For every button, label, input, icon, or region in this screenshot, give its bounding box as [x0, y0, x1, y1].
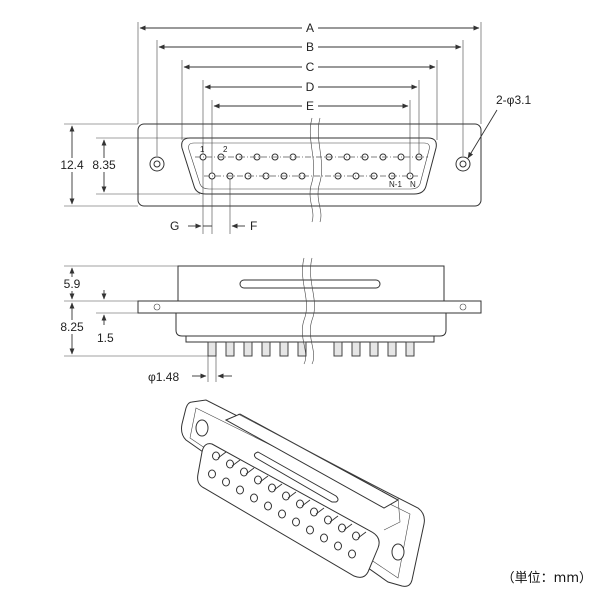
isometric-view — [181, 399, 425, 587]
dim-d-label: D — [306, 80, 315, 94]
iso-hole-bottom — [391, 543, 405, 561]
pin-label-1: 1 — [200, 145, 205, 154]
pin-label-n-1: N-1 — [389, 180, 402, 189]
iso-pins — [208, 451, 367, 559]
dim-e-label: E — [306, 99, 314, 113]
side-pins — [207, 341, 415, 357]
mounting-hole-right-inner — [459, 160, 467, 168]
dim-5-9-label: 5.9 — [64, 277, 81, 291]
dim-8-35-label: 8.35 — [92, 158, 116, 172]
break-line — [317, 117, 323, 223]
iso-d-shell — [197, 443, 380, 578]
dim-f-label: F — [250, 219, 257, 233]
side-slot — [239, 279, 381, 289]
dim-c-label: C — [306, 60, 315, 74]
front-view: 1 2 N-1 N A B C D E 2-φ3.1 — [58, 20, 531, 234]
hole-leader — [467, 109, 498, 159]
unit-note: （単位：mm） — [502, 570, 592, 586]
dim-pin-dia-label: φ1.48 — [148, 370, 179, 384]
dim-b-label: B — [306, 40, 314, 54]
front-d-shell — [181, 137, 437, 195]
break-line — [309, 117, 315, 223]
pin-label-2: 2 — [223, 145, 228, 154]
side-flange — [137, 300, 482, 314]
side-view: 5.9 8.25 1.5 φ1.48 — [56, 257, 482, 384]
iso-hole-top — [195, 419, 209, 437]
iso-slot — [253, 451, 339, 503]
front-d-shell-inner — [188, 142, 430, 190]
dim-8-25-label: 8.25 — [60, 320, 84, 334]
dim-12-4-label: 12.4 — [60, 158, 84, 172]
dim-1-5-label: 1.5 — [97, 331, 114, 345]
dim-a-label: A — [306, 21, 314, 35]
mounting-hole-left-inner — [153, 160, 161, 168]
hole-dim-label: 2-φ3.1 — [496, 93, 531, 107]
dim-g-label: G — [170, 219, 179, 233]
pin-label-n: N — [410, 180, 416, 189]
side-pin-base — [185, 335, 435, 343]
